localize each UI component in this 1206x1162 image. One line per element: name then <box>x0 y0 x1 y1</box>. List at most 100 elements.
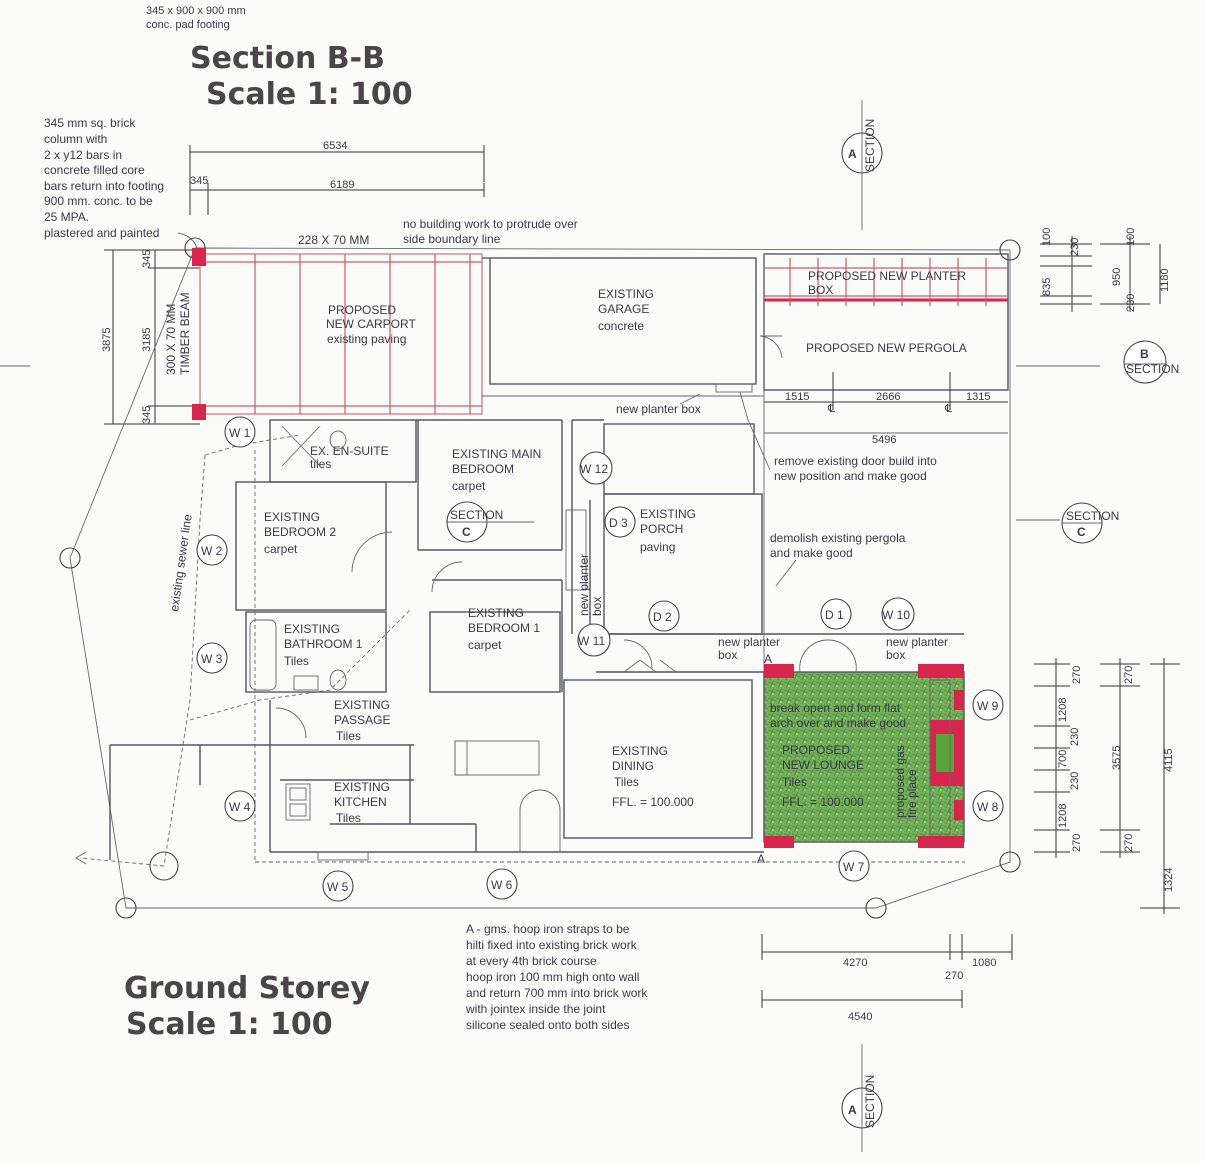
section-marker-a-bottom: A SECTION <box>841 1044 883 1152</box>
svg-text:bars return into footing: bars return into footing <box>44 179 164 193</box>
garage: EXISTING GARAGE concrete <box>482 257 783 393</box>
svg-text:1208: 1208 <box>1057 698 1069 722</box>
svg-text:W 7: W 7 <box>843 860 865 874</box>
section-marker-a-top: A SECTION <box>841 100 883 230</box>
svg-text:SECTION: SECTION <box>1066 509 1119 523</box>
svg-text:BEDROOM 1: BEDROOM 1 <box>468 621 540 635</box>
svg-text:BEDROOM 2: BEDROOM 2 <box>264 525 336 539</box>
top-dimensions: 6534 345 6189 <box>189 140 485 215</box>
svg-text:EXISTING: EXISTING <box>612 744 668 758</box>
right-top-dimensions: 100 230 835 950 230 100 1180 <box>1040 228 1171 312</box>
svg-text:hoop iron 100 mm high onto wal: hoop iron 100 mm high onto wall <box>466 970 639 984</box>
svg-text:SECTION: SECTION <box>450 508 503 522</box>
svg-text:PORCH: PORCH <box>640 522 683 536</box>
svg-text:NEW LOUNGE: NEW LOUNGE <box>782 758 864 772</box>
svg-text:W 12: W 12 <box>580 462 608 476</box>
svg-text:plastered and painted: plastered and painted <box>44 226 159 240</box>
svg-text:W 6: W 6 <box>491 878 513 892</box>
svg-text:at every 4th brick course: at every 4th brick course <box>466 954 597 968</box>
svg-text:carpet: carpet <box>452 479 486 493</box>
svg-text:Tiles: Tiles <box>284 654 309 668</box>
svg-text:345: 345 <box>141 250 153 268</box>
section-marker-c-inner: SECTION C <box>446 501 534 543</box>
svg-text:W 1: W 1 <box>229 426 251 440</box>
svg-text:existing paving: existing paving <box>327 332 406 346</box>
svg-text:D 2: D 2 <box>653 610 672 624</box>
footing-note: 345 x 900 x 900 mm conc. pad footing <box>146 5 246 31</box>
svg-text:tiles: tiles <box>310 457 331 471</box>
section-title: Section B-B <box>190 41 385 76</box>
svg-text:GARAGE: GARAGE <box>598 302 649 316</box>
svg-text:EXISTING MAIN: EXISTING MAIN <box>452 447 541 461</box>
svg-text:box: box <box>718 648 737 662</box>
svg-text:25 MPA.: 25 MPA. <box>44 210 89 224</box>
svg-text:4540: 4540 <box>848 1011 872 1023</box>
svg-text:270: 270 <box>1123 666 1135 684</box>
svg-text:℄: ℄ <box>944 403 952 415</box>
svg-text:230: 230 <box>1069 728 1081 746</box>
svg-text:new planter: new planter <box>718 635 780 649</box>
svg-text:W 11: W 11 <box>578 634 605 648</box>
svg-text:EXISTING: EXISTING <box>264 510 320 524</box>
svg-text:300 X 70 MM: 300 X 70 MM <box>164 304 178 375</box>
svg-text:BEDROOM: BEDROOM <box>452 462 514 476</box>
svg-text:℄: ℄ <box>827 403 835 415</box>
svg-text:345 mm sq. brick: 345 mm sq. brick <box>44 116 136 130</box>
svg-text:3575: 3575 <box>1111 746 1123 770</box>
svg-text:C: C <box>462 525 471 539</box>
svg-text:new planter: new planter <box>577 554 591 616</box>
svg-text:KITCHEN: KITCHEN <box>334 795 387 809</box>
svg-text:270: 270 <box>1071 666 1083 684</box>
svg-text:hilti fixed into existing bric: hilti fixed into existing brick work <box>466 938 638 952</box>
svg-text:SECTION: SECTION <box>1126 362 1179 376</box>
svg-text:concrete filled core: concrete filled core <box>44 163 145 177</box>
svg-text:1515: 1515 <box>785 391 809 403</box>
svg-text:3875: 3875 <box>101 328 113 352</box>
svg-text:EXISTING: EXISTING <box>598 287 654 301</box>
svg-text:270: 270 <box>1123 834 1135 852</box>
bottom-dimensions: 4270 270 1080 4540 <box>761 934 1013 1023</box>
svg-text:side boundary line: side boundary line <box>403 232 501 246</box>
svg-text:W 10: W 10 <box>882 608 910 622</box>
ground-storey-title: Ground Storey <box>124 971 370 1006</box>
section-marker-c-right: SECTION C <box>1061 502 1119 544</box>
svg-text:with jointex inside the joint: with jointex inside the joint <box>465 1002 606 1016</box>
svg-text:1315: 1315 <box>966 391 990 403</box>
svg-text:270: 270 <box>945 970 963 982</box>
svg-text:PASSAGE: PASSAGE <box>334 713 390 727</box>
svg-text:EXISTING: EXISTING <box>640 507 696 521</box>
svg-text:new planter: new planter <box>886 635 948 649</box>
svg-text:1180: 1180 <box>1159 268 1171 292</box>
svg-text:and return 700 mm into brick w: and return 700 mm into brick work <box>466 986 648 1000</box>
svg-text:TIMBER BEAM: TIMBER BEAM <box>178 292 192 375</box>
svg-text:BOX: BOX <box>808 283 833 297</box>
svg-text:1208: 1208 <box>1057 804 1069 828</box>
carport: PROPOSED NEW CARPORT existing paving <box>192 248 483 420</box>
svg-text:W 3: W 3 <box>201 652 223 666</box>
svg-text:PROPOSED: PROPOSED <box>782 743 850 757</box>
svg-text:PROPOSED NEW PERGOLA: PROPOSED NEW PERGOLA <box>806 341 967 355</box>
svg-text:proposed gas: proposed gas <box>893 745 907 818</box>
svg-text:5496: 5496 <box>872 434 896 446</box>
svg-text:fire place: fire place <box>905 769 919 818</box>
pergola: PROPOSED NEW PLANTER BOX PROPOSED NEW PE… <box>763 253 1009 446</box>
svg-text:existing sewer line: existing sewer line <box>167 513 195 612</box>
section-marker-b: B SECTION <box>1123 340 1179 384</box>
svg-text:concrete: concrete <box>598 319 644 333</box>
svg-text:1080: 1080 <box>972 957 996 969</box>
svg-text:FFL. = 100.000: FFL. = 100.000 <box>612 795 694 809</box>
svg-text:break open and form flat: break open and form flat <box>770 701 901 715</box>
svg-text:1324: 1324 <box>1163 868 1175 892</box>
column-note: 345 mm sq. brick column with 2 x y12 bar… <box>44 116 164 240</box>
svg-text:EXISTING: EXISTING <box>284 622 340 636</box>
svg-text:W 9: W 9 <box>977 699 999 713</box>
svg-text:Tiles: Tiles <box>782 775 807 789</box>
svg-text:carpet: carpet <box>264 542 298 556</box>
svg-text:DINING: DINING <box>612 759 654 773</box>
svg-text:no building work to protrude o: no building work to protrude over <box>403 217 578 231</box>
svg-text:new position and make good: new position and make good <box>774 469 927 483</box>
svg-text:345 x 900 x 900 mm: 345 x 900 x 900 mm <box>146 5 246 17</box>
section-scale: Scale 1: 100 <box>206 77 413 112</box>
svg-text:6534: 6534 <box>323 140 347 152</box>
svg-text:950: 950 <box>1111 268 1123 286</box>
